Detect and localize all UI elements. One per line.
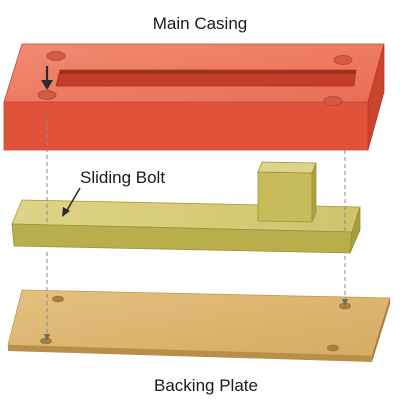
down-arrow-icon (41, 66, 53, 90)
knob-front-face (257, 171, 313, 223)
knob-top-face (257, 161, 317, 174)
casing-hole-back-left (46, 51, 66, 61)
plate-hole-front-right (327, 344, 339, 352)
casing-front-face (3, 101, 369, 151)
casing-hole-back-right (333, 55, 353, 65)
casing-slot-inner-wall (59, 70, 356, 74)
alignment-guides (46, 120, 346, 335)
knob-side-face (311, 162, 317, 223)
sliding-bolt-label: Sliding Bolt (80, 168, 165, 187)
casing-hole-front-right (323, 96, 343, 106)
backing-plate (7, 289, 391, 362)
bolt-end-face (349, 206, 361, 254)
backing-plate-front-edge (8, 345, 372, 362)
main-casing (3, 43, 385, 151)
casing-side-face (367, 43, 385, 151)
bolt-knob (257, 161, 317, 223)
backing-plate-label: Backing Plate (154, 376, 258, 395)
leader-arrow-icon (62, 187, 81, 217)
guide-arrowheads (44, 299, 348, 341)
backing-plate-side-edge (372, 298, 390, 362)
sliding-bolt (11, 161, 361, 254)
guide-arrow-right (342, 299, 348, 306)
guide-arrow-left (44, 334, 50, 341)
plate-hole-front-left (40, 337, 52, 345)
casing-hole-front-left (37, 90, 57, 100)
main-casing-label: Main Casing (153, 14, 248, 33)
plate-hole-back-left (52, 295, 64, 303)
